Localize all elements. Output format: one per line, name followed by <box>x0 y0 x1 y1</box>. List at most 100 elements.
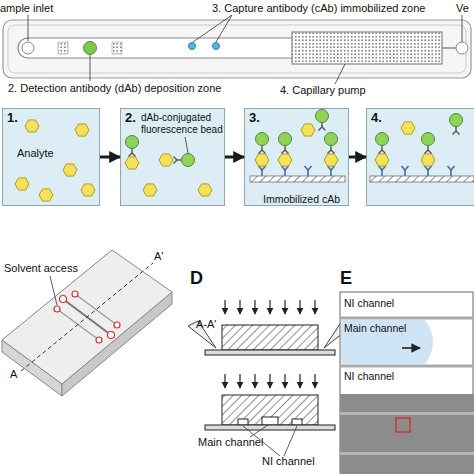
chip-perspective <box>114 322 120 328</box>
cross-section <box>269 300 270 314</box>
leader-lines <box>90 55 91 81</box>
step-panel: 4. <box>366 108 474 206</box>
channel-image <box>340 365 474 368</box>
chip-perspective <box>2 250 172 396</box>
chip-perspective <box>54 306 60 312</box>
annotation-label: A <box>10 368 17 381</box>
cross-section <box>284 374 285 388</box>
annotation-label: NI channel <box>344 297 394 309</box>
panel-text: Immobilized cAb <box>263 193 349 205</box>
channel-image <box>340 292 473 473</box>
annotation-label: E <box>340 268 352 289</box>
leader-lines <box>28 15 29 41</box>
chip-perspective <box>96 337 102 343</box>
annotation-label: 2. Detection antibody (dAb) deposition z… <box>8 82 221 95</box>
channel-image <box>396 418 410 432</box>
chip-top-view <box>18 38 292 58</box>
chip-top-view <box>292 32 442 64</box>
chip-top-view <box>112 42 122 54</box>
leader-lines <box>28 15 462 84</box>
chip-top-view <box>456 42 468 54</box>
chip-top-view <box>84 42 97 55</box>
cross-section <box>299 300 300 314</box>
cross-section <box>314 300 315 314</box>
chip-perspective <box>108 332 115 339</box>
channel-image <box>340 412 474 415</box>
annotation-label: NI channel <box>262 455 315 468</box>
cross-section <box>254 300 255 314</box>
chip-top-view <box>8 25 466 73</box>
chip-perspective <box>62 292 172 396</box>
cross-section <box>254 374 255 388</box>
cross-section <box>269 374 270 388</box>
chip-top-view <box>442 47 456 49</box>
annotation-label: Solvent access <box>4 262 78 275</box>
chip-perspective <box>57 309 99 340</box>
chip-perspective <box>75 294 117 325</box>
chip-top-view <box>3 20 471 78</box>
cross-section <box>239 374 240 388</box>
chip-perspective <box>63 299 111 335</box>
channel-image <box>341 320 433 364</box>
channel-image <box>340 317 474 320</box>
cross-section <box>222 395 318 425</box>
chip-top-view <box>58 42 68 54</box>
step-number: 4. <box>371 111 382 126</box>
step-number: 1. <box>7 111 18 126</box>
cross-section <box>222 325 318 350</box>
channel-image <box>340 394 474 474</box>
flow-arrow <box>349 156 366 159</box>
annotation-label: Main channel <box>198 436 263 449</box>
cross-section <box>224 374 225 388</box>
cross-section <box>250 425 268 437</box>
step-panel: 2. dAb-conjugated fluorescence bead <box>120 108 225 206</box>
chip-perspective <box>2 250 172 384</box>
annotation-label: ample inlet <box>0 2 53 15</box>
channel-image <box>340 452 474 455</box>
annotation-label: 4. Capillary pump <box>280 84 366 97</box>
channel-image <box>402 347 420 349</box>
chip-perspective <box>72 291 78 297</box>
annotation-label: Ve <box>456 2 469 15</box>
annotation-label: A-A' <box>196 318 216 331</box>
cross-section <box>292 419 302 425</box>
cross-section <box>225 300 315 388</box>
panel-text: dAb-conjugated fluorescence bead <box>141 112 225 135</box>
step-panel: 3. Immobilized cAb <box>244 108 349 206</box>
channel-image <box>340 292 474 474</box>
cross-section <box>205 425 335 430</box>
cross-section <box>284 426 297 456</box>
cross-section <box>262 417 278 425</box>
chip-perspective <box>21 263 153 371</box>
cross-section <box>224 300 225 314</box>
panel-text: Analyte <box>17 147 77 160</box>
annotation-label: 3. Capture antibody (cAb) immobilized zo… <box>212 2 425 15</box>
cross-section <box>239 300 240 314</box>
cross-section <box>188 300 352 456</box>
chip-top-view <box>3 20 471 78</box>
chip-perspective <box>60 296 67 303</box>
cross-section <box>314 374 315 388</box>
leader-lines <box>216 15 232 42</box>
chip-top-view <box>22 42 34 54</box>
cross-section <box>284 300 285 314</box>
leader-lines <box>193 15 232 42</box>
step-number: 2. <box>125 111 136 126</box>
flow-arrow <box>100 156 120 159</box>
step-panel: 1. Analyte <box>2 108 100 206</box>
cross-section <box>205 350 335 355</box>
cross-section <box>238 419 248 425</box>
annotation-label: A' <box>154 250 163 263</box>
flow-arrow <box>225 156 244 159</box>
chip-perspective <box>50 276 57 305</box>
chip-top-view <box>189 43 196 50</box>
leader-lines <box>462 15 463 42</box>
annotation-label: D <box>190 268 203 289</box>
annotation-label: Main channel <box>344 322 406 334</box>
leader-lines <box>335 64 345 84</box>
chip-perspective <box>2 340 62 396</box>
step-number: 3. <box>249 111 260 126</box>
